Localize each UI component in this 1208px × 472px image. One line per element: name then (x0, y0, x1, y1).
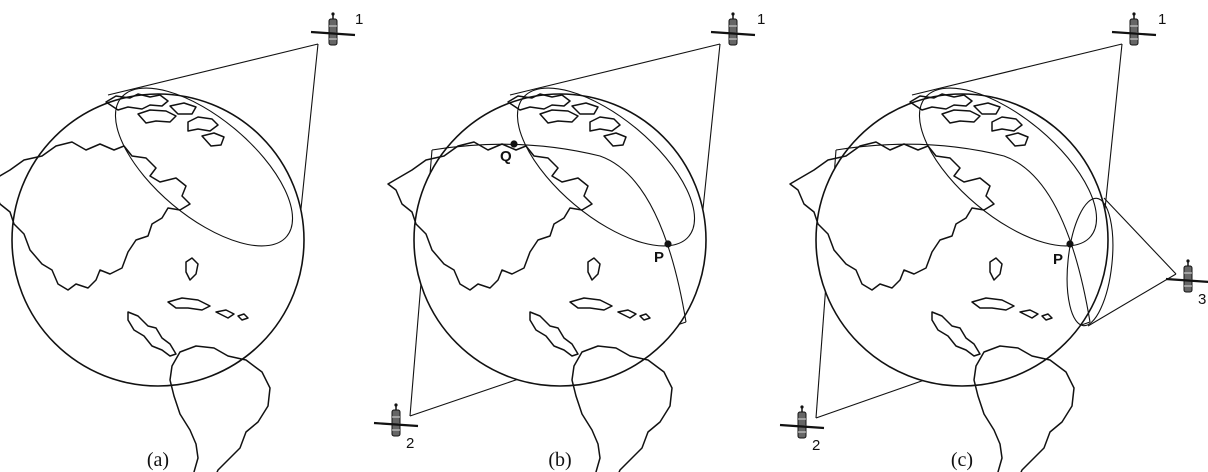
point-q-marker (510, 140, 518, 148)
cone-edge-c1a (911, 43, 1123, 96)
footprint-ring-c1 (918, 87, 1098, 247)
point-p-marker (664, 240, 672, 248)
cone-edge-b1b (699, 43, 721, 239)
earth-globe-b (413, 93, 707, 387)
point-p-label-c: P (1053, 251, 1063, 268)
earth-globe-c (815, 93, 1109, 387)
cone-edge-a1 (107, 43, 319, 96)
earth-globe-a (11, 93, 305, 387)
satellite-label-b1: 1 (757, 11, 765, 28)
panel-c: P 1 2 3 (c) (778, 11, 1208, 472)
point-p-marker-c (1066, 240, 1074, 248)
satellite-b2-icon (372, 402, 420, 438)
panel-caption-a: (a) (147, 449, 169, 471)
satellite-a1-icon (309, 11, 357, 47)
cone-edge-c3a (1103, 197, 1177, 275)
footprint-ring-b1 (516, 87, 696, 247)
point-q-label: Q (500, 148, 512, 165)
panel-caption-c: (c) (951, 449, 973, 471)
panel-b: Q P 1 2 (b) (372, 11, 765, 472)
panel-caption-b: (b) (548, 449, 571, 471)
satellite-label-a1: 1 (355, 11, 363, 28)
satellite-label-c1: 1 (1158, 11, 1166, 28)
cone-edge-a2 (297, 43, 319, 239)
satellite-c1-icon (1110, 11, 1158, 47)
satellite-label-c3: 3 (1198, 291, 1206, 308)
cone-edge-b1a (509, 43, 721, 96)
cone-edge-c3b (1087, 273, 1177, 327)
footprint-ring-a1 (114, 87, 294, 247)
panel-a: 1 (a) (0, 11, 363, 472)
point-p-label: P (654, 249, 664, 266)
satellite-b1-icon (709, 11, 757, 47)
satellite-label-b2: 2 (406, 435, 414, 452)
satellite-label-c2: 2 (812, 437, 820, 454)
footprint-ring-c3 (1066, 197, 1114, 327)
satellite-c2-icon (778, 404, 826, 440)
